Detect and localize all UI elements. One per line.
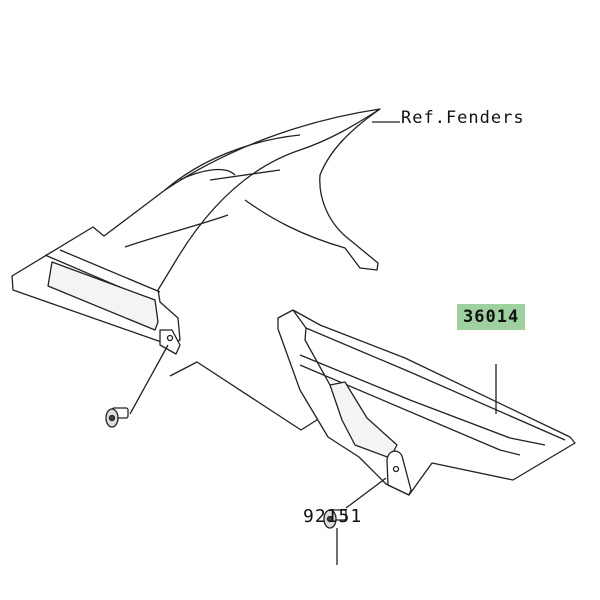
bolt-right-icon	[323, 477, 387, 529]
rear-fender-outline	[11, 108, 381, 431]
bolt-left-icon	[105, 344, 169, 428]
part-92151-label[interactable]: 92151	[303, 506, 363, 527]
chain-cover-outline	[277, 309, 576, 496]
ref-fenders-label[interactable]: Ref.Fenders	[401, 108, 525, 128]
leader-lines	[336, 121, 497, 565]
part-36014-label[interactable]: 36014	[457, 304, 526, 330]
